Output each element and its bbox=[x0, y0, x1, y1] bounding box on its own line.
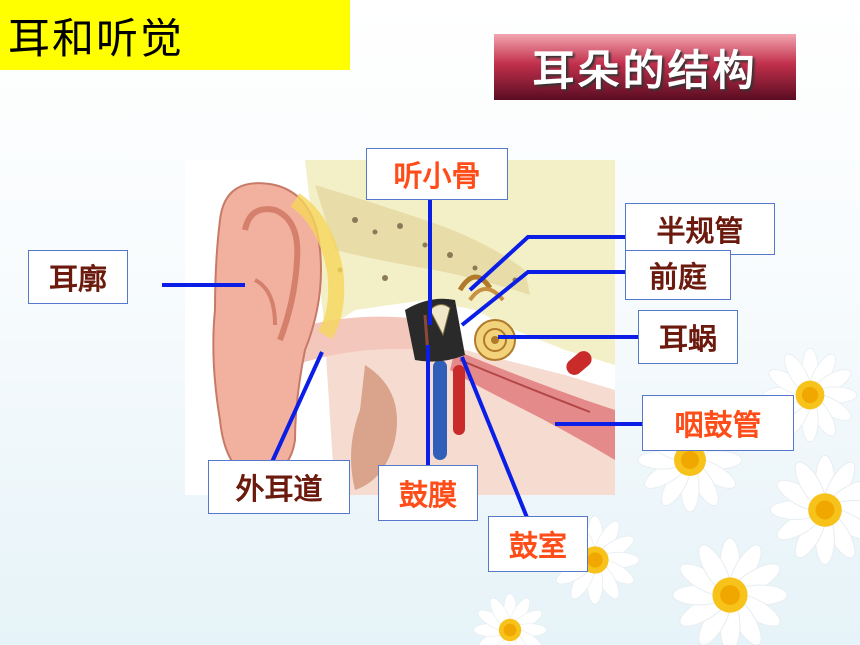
label-ear-canal: 外耳道 bbox=[208, 460, 350, 514]
label-ear-canal-text: 外耳道 bbox=[235, 472, 323, 506]
slide-subtitle: 耳朵的结构 bbox=[532, 45, 758, 95]
title-banner: 耳和听觉 bbox=[0, 0, 350, 70]
label-cochlea-text: 耳蜗 bbox=[658, 322, 717, 356]
label-vestibule-text: 前庭 bbox=[648, 260, 707, 294]
subtitle-banner: 耳朵的结构 bbox=[494, 34, 796, 100]
label-tympanic-cavity-text: 鼓室 bbox=[508, 529, 567, 563]
label-ossicles: 听小骨 bbox=[366, 148, 508, 200]
label-cochlea: 耳蜗 bbox=[638, 310, 738, 364]
label-eardrum: 鼓膜 bbox=[378, 465, 478, 521]
label-semicircular-canals-text: 半规管 bbox=[656, 214, 744, 248]
label-tympanic-cavity: 鼓室 bbox=[488, 516, 588, 572]
label-auricle-text: 耳廓 bbox=[48, 262, 107, 296]
label-semicircular-canals: 半规管 bbox=[625, 203, 775, 255]
slide-title: 耳和听觉 bbox=[8, 13, 185, 63]
label-eardrum-text: 鼓膜 bbox=[398, 478, 457, 512]
label-eustachian-tube-text: 咽鼓管 bbox=[674, 408, 762, 442]
label-vestibule: 前庭 bbox=[625, 250, 731, 300]
ear-diagram bbox=[185, 160, 615, 495]
label-ossicles-text: 听小骨 bbox=[393, 159, 481, 193]
label-eustachian-tube: 咽鼓管 bbox=[642, 395, 794, 451]
label-auricle: 耳廓 bbox=[28, 250, 128, 304]
